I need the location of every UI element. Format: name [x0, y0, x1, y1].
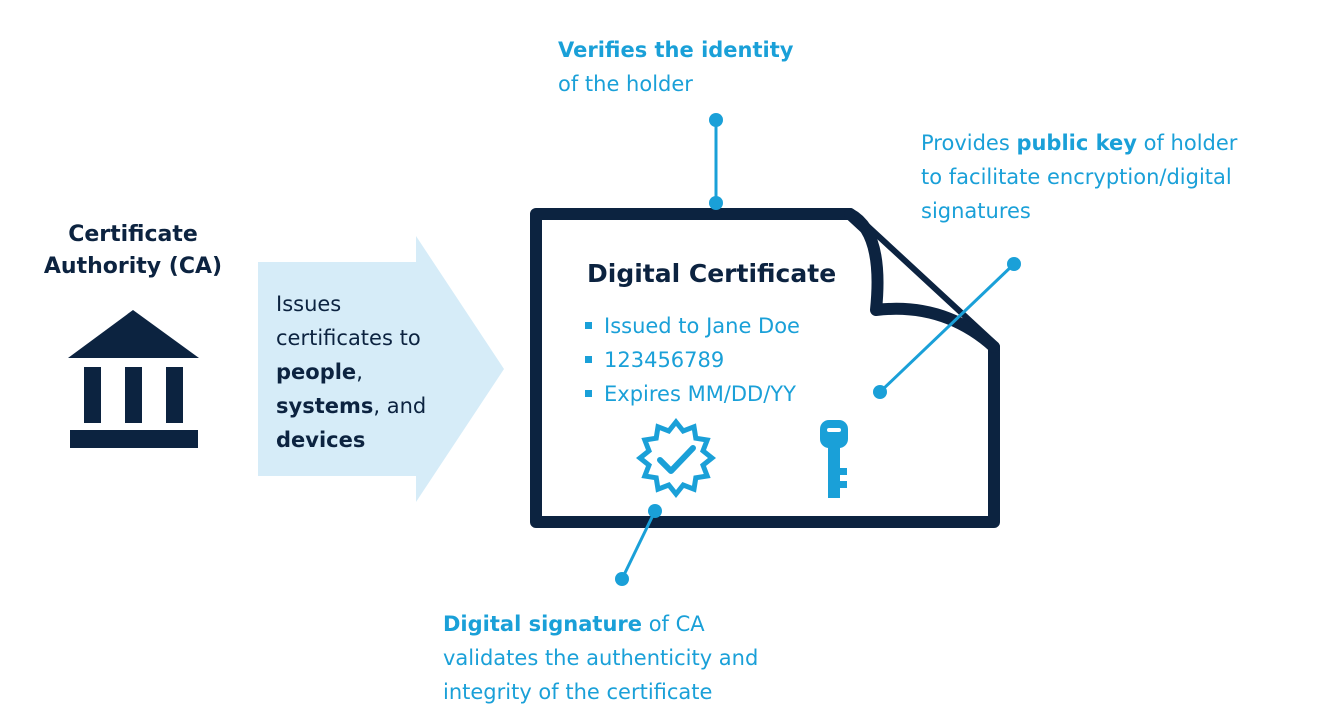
callout-pubkey-line2: to facilitate encryption/digital [921, 165, 1232, 189]
bank-column-left [84, 367, 101, 423]
bank-building-icon [68, 310, 199, 448]
certificate-details: Issued to Jane Doe 123456789 Expires MM/… [585, 309, 800, 411]
callout-signature-bold: Digital signature [443, 612, 643, 636]
arrow-sep1: , [356, 360, 363, 384]
key-tooth-2 [840, 481, 847, 488]
ca-label-line1: Certificate [68, 222, 198, 247]
callout-pubkey-bold: public key [1016, 131, 1137, 155]
key-icon [820, 420, 848, 498]
callout-identity-rest: of the holder [558, 72, 693, 96]
key-bow-slot [827, 428, 841, 432]
callout-pubkey-post: of holder [1136, 131, 1238, 155]
key-tooth-1 [840, 468, 847, 475]
issue-arrow [258, 236, 504, 502]
certificate-issued-to: Issued to Jane Doe [585, 309, 800, 343]
key-shaft [828, 444, 840, 498]
callout-signature-line2: validates the authenticity and [443, 646, 759, 670]
callout-identity: Verifies the identity of the holder [558, 33, 793, 101]
bank-roof [68, 310, 199, 358]
arrow-text-line3: people, [276, 355, 426, 389]
callout-identity-bold: Verifies the identity [558, 38, 794, 62]
signature-connector-dot-bottom [615, 572, 629, 586]
bank-column-right [166, 367, 183, 423]
ca-label: Certificate Authority (CA) [20, 219, 246, 283]
arrow-text-line4: systems, and [276, 389, 426, 423]
callout-signature-line3: integrity of the certificate [443, 680, 713, 704]
bank-base [70, 430, 198, 448]
callout-pubkey-line3: signatures [921, 199, 1031, 223]
pubkey-connector-line [878, 262, 1016, 394]
seal-outline [636, 418, 716, 498]
callout-public-key: Provides public key of holder to facilit… [921, 126, 1281, 228]
identity-connector-dot-top [709, 113, 723, 127]
seal-checkmark [657, 445, 696, 474]
key-bow [820, 420, 848, 448]
certificate-title: Digital Certificate [587, 259, 837, 288]
arrow-bold-devices: devices [276, 428, 366, 452]
signature-connector-dot-top [648, 504, 662, 518]
arrow-text-line5: devices [276, 423, 426, 457]
identity-connector-dot-bottom [709, 196, 723, 210]
arrow-sep2: , and [373, 394, 427, 418]
issue-arrow-shape [258, 236, 504, 502]
arrow-bold-people: people [276, 360, 357, 384]
callout-signature-post: of CA [642, 612, 705, 636]
pubkey-connector-dot-bottom [873, 385, 887, 399]
signature-connector-line [620, 510, 657, 580]
ca-label-line2: Authority (CA) [43, 254, 223, 279]
bank-column-middle [125, 367, 142, 423]
verified-seal-icon [636, 418, 716, 498]
certificate-expiry: Expires MM/DD/YY [585, 377, 800, 411]
arrow-bold-systems: systems [276, 394, 374, 418]
arrow-text-line1: Issues [276, 292, 342, 316]
certificate-serial: 123456789 [585, 343, 800, 377]
issue-arrow-text: Issues certificates to people, systems, … [276, 287, 426, 457]
pubkey-connector-dot-top [1007, 257, 1021, 271]
certificate-page-fold [844, 208, 1000, 353]
callout-digital-signature: Digital signature of CA validates the au… [443, 607, 823, 709]
arrow-text-line2: certificates to [276, 326, 421, 350]
callout-pubkey-pre: Provides [921, 131, 1017, 155]
